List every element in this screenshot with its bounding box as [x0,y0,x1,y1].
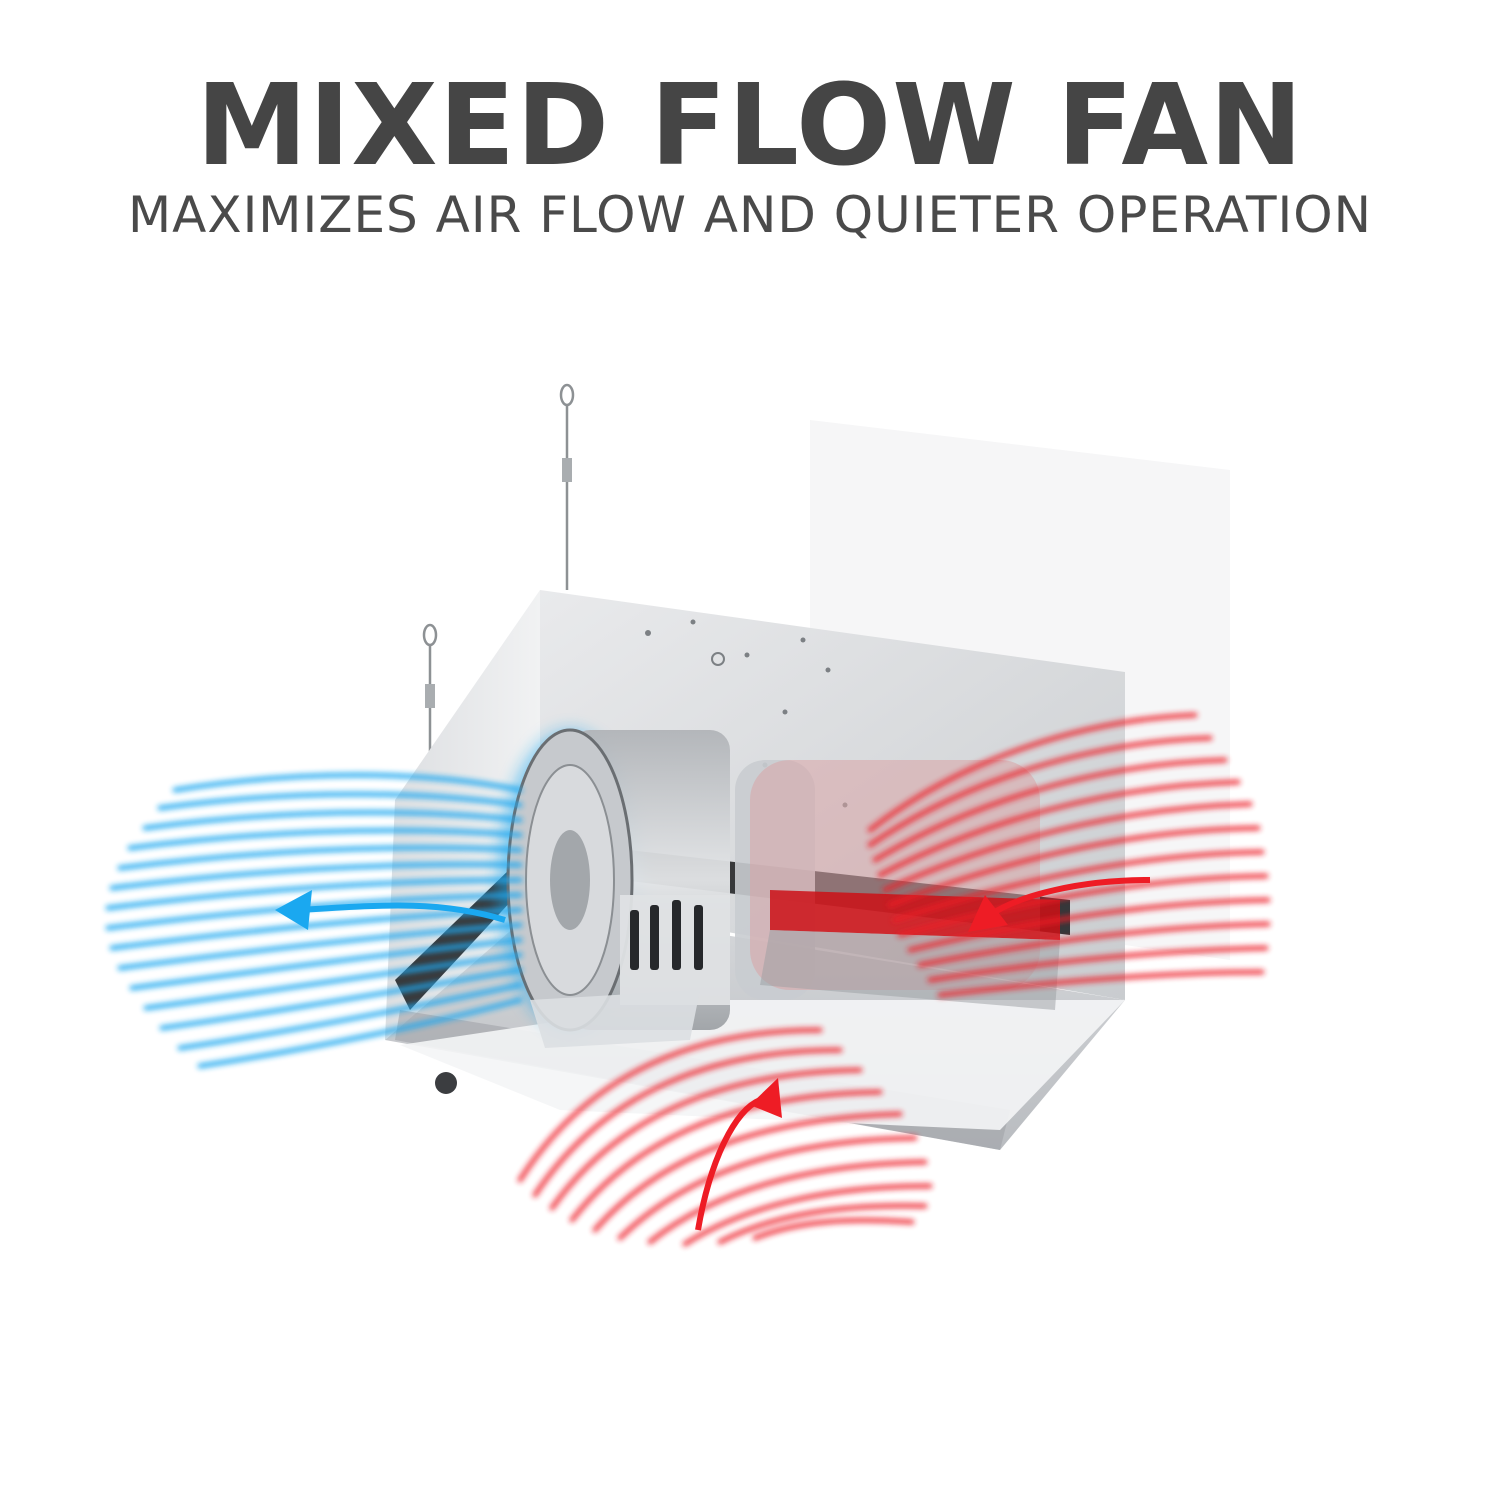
intake-airflow-bottom [517,1027,933,1247]
headline: MIXED FLOW FAN [196,61,1304,191]
exhaust-airflow [105,772,523,1069]
intake-airflow-right [867,712,1271,998]
subheadline: MAXIMIZES AIR FLOW AND QUIETER OPERATION [127,186,1373,244]
exhaust-arrow-icon [275,890,506,930]
intake-arrow-icon [695,1078,782,1231]
intake-arrow-icon [968,877,1151,932]
